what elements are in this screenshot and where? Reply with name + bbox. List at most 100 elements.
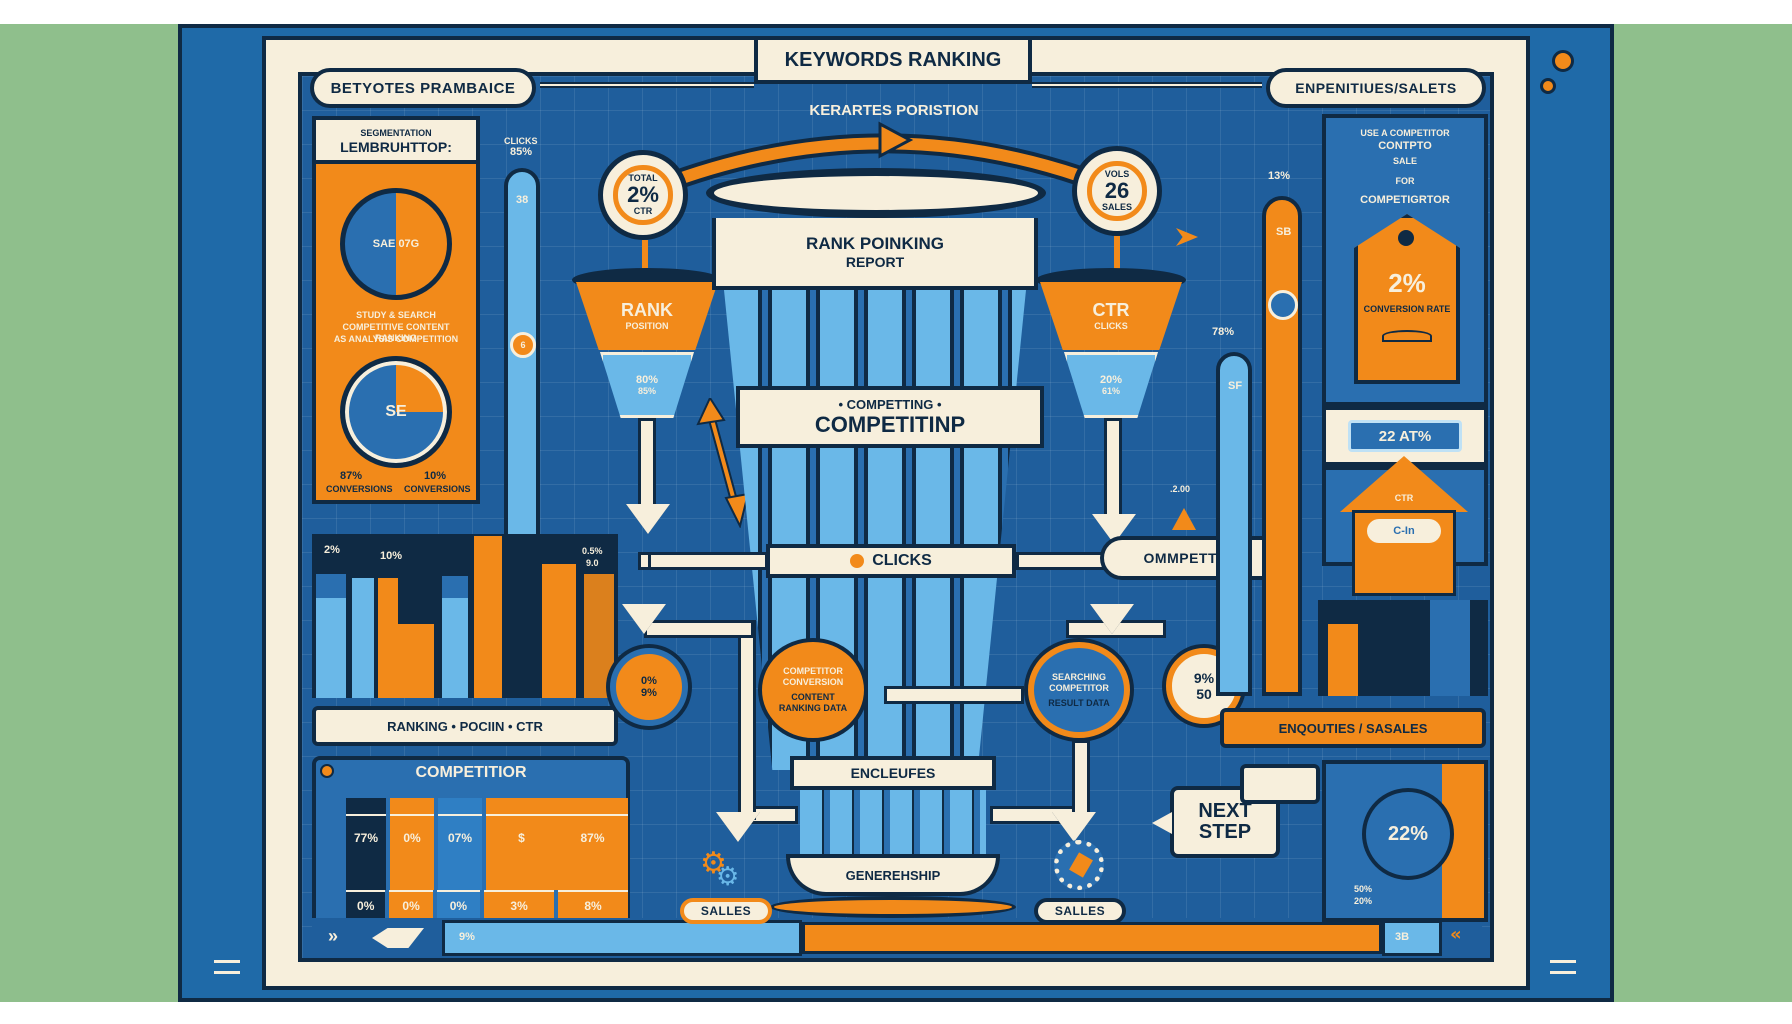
menu-icon-right[interactable] [1550,960,1576,974]
right-badge: VOLS 26 SALES [1072,146,1162,236]
left-panel-text: COMPETITIVE CONTENT RANKING [342,322,450,343]
slider-knob[interactable]: 6 [510,332,536,358]
funnel-subtitle: POSITION [625,321,669,331]
bar [1430,600,1470,696]
bar-label: 0.5% [582,546,603,556]
vbar-label: SF [1228,380,1243,392]
right-panel: USE A COMPETITOR CONTPTO SALE FOR COMPET… [1322,114,1488,406]
funnel-top-rim [706,168,1046,218]
funnel-band-title: CLICKS [872,552,932,569]
bar-label: 2% [324,544,340,556]
tag-caption: CONVERSION RATE [1363,304,1451,314]
funnel-value: 80% [635,373,659,386]
funnel-band-generation: GENEREHSHIP [786,854,1000,896]
table-cell: 0% [390,814,434,860]
bar [1328,624,1358,696]
arrow-down-icon [622,604,666,634]
menu-icon-left[interactable] [214,960,240,974]
flow-circle-center-right: SEARCHING COMPETITOR RESULT DATA [1028,642,1130,738]
badge-bottom: CTR [633,206,653,216]
ctr-funnel-top: CTR CLICKS [1040,282,1182,350]
gear-icon: ⚙ [700,846,727,881]
funnel-base [770,896,1016,918]
badge-bottom: SALES [1101,202,1132,212]
table-cell: 0% [389,890,433,920]
funnel-band-enquiries: ENCLEUFES [790,756,996,790]
small-stat: 20% [1354,896,1373,906]
circle-text: RESULT DATA [1048,697,1110,708]
background-right [1614,24,1792,1002]
funnel-band-title: COMPETITINP [814,411,966,437]
gear-icon [1054,840,1104,890]
pipe [1104,418,1122,518]
callout-tab [1240,764,1320,804]
vbar-value: 85% [510,146,533,158]
stat-circle: 22% [1362,788,1454,880]
circle-title: SEARCHING COMPETITOR [1049,671,1109,693]
table-col: 0% [390,798,434,890]
right-panel-title: COMPETIGRTOR [1360,194,1450,206]
arrow-down-icon [1052,812,1096,842]
pipe [884,686,1024,704]
stat-caption: CONVERSIONS [404,484,471,494]
arrow-down-icon [716,812,760,842]
funnel-value: 61% [1101,385,1120,396]
funnel-band-clicks: CLICKS [766,544,1016,578]
arrow-down-icon [626,504,670,534]
progress-label: 3B [1395,931,1410,943]
enquiries-label: ENQOUTIES / SASALES [1278,720,1428,736]
double-chevron-right-icon[interactable]: » [328,926,339,946]
small-stat: 50% [1354,884,1373,894]
table-cell: 8% [558,890,628,920]
left-panel-text: AS ANALYSIS COMPETITION [333,334,459,344]
funnel-value: 85% [637,385,656,396]
table-cell: 77% [346,814,386,860]
stat-circle-value: 22% [1387,822,1429,845]
bar [584,574,614,698]
funnel-subtitle: CLICKS [1094,321,1128,331]
double-chevron-left-icon[interactable]: « [1450,924,1462,945]
header-right-pill: ENPENITIUES/SALETS [1266,68,1486,108]
right-vertical-bar-short: SF [1216,352,1252,696]
house-label: CTR [1394,493,1414,503]
left-badge: TOTAL 2% CTR [598,150,688,240]
left-bar-chart: 2% 10% 0.5% 9.0 [312,534,618,698]
left-panel: SAE 07G STUDY & SEARCH COMPETITIVE CONTE… [312,160,480,504]
double-arrow-icon [696,398,750,528]
table-col: 07% [438,798,482,890]
funnel-band-subtitle: REPORT [845,254,905,270]
donut-chart-bottom: SE [340,356,452,468]
knob-label: 6 [520,339,526,350]
right-panel-text: SALE [1392,156,1417,166]
rank-funnel-top: RANK POSITION [576,282,718,350]
enquiries-bar: ENQOUTIES / SASALES [1220,708,1486,748]
badge-value: 26 [1104,178,1130,203]
right-panel-text: USE A COMPETITOR [1360,128,1450,138]
flow-circle-center-left: COMPETITOR CONVERSION CONTENT RANKING DA… [762,642,864,738]
house-body: C-In [1352,510,1456,596]
donut-top-label: SAE 07G [372,238,420,250]
sales-pill-right: SALLES [1034,898,1126,924]
slider-knob[interactable] [1268,290,1298,320]
diamond-icon [372,928,424,948]
tag-value: 2% [1388,268,1426,298]
left-panel-header: SEGMENTATION LEMBRUHTTOP: [312,116,480,166]
ranking-legend: RANKING • POCIIN • CTR [312,706,618,746]
table-cell: 0% [346,890,386,920]
orange-dot-icon [1552,50,1574,72]
badge-top: VOLS [1104,169,1130,179]
orange-dot-icon [320,764,334,778]
vbar-value: 13% [1268,170,1291,182]
table-cell: 0% [436,890,481,920]
table-row: 0% 0% 0% 3% 8% [346,890,628,920]
arc-label: KERARTES PORISTION [809,102,979,119]
bar [474,536,502,698]
bottom-strip: » 9% 3B « [312,918,1482,958]
table-cell: 3% [484,890,555,920]
circle-value: 50 [1196,686,1212,702]
stat-caption: CONVERSIONS [326,484,393,494]
funnel-band-subtitle: • COMPETTING • [838,396,942,412]
right-bar-chart [1318,600,1488,696]
left-panel-title: LEMBRUHTTOP: [340,138,452,155]
